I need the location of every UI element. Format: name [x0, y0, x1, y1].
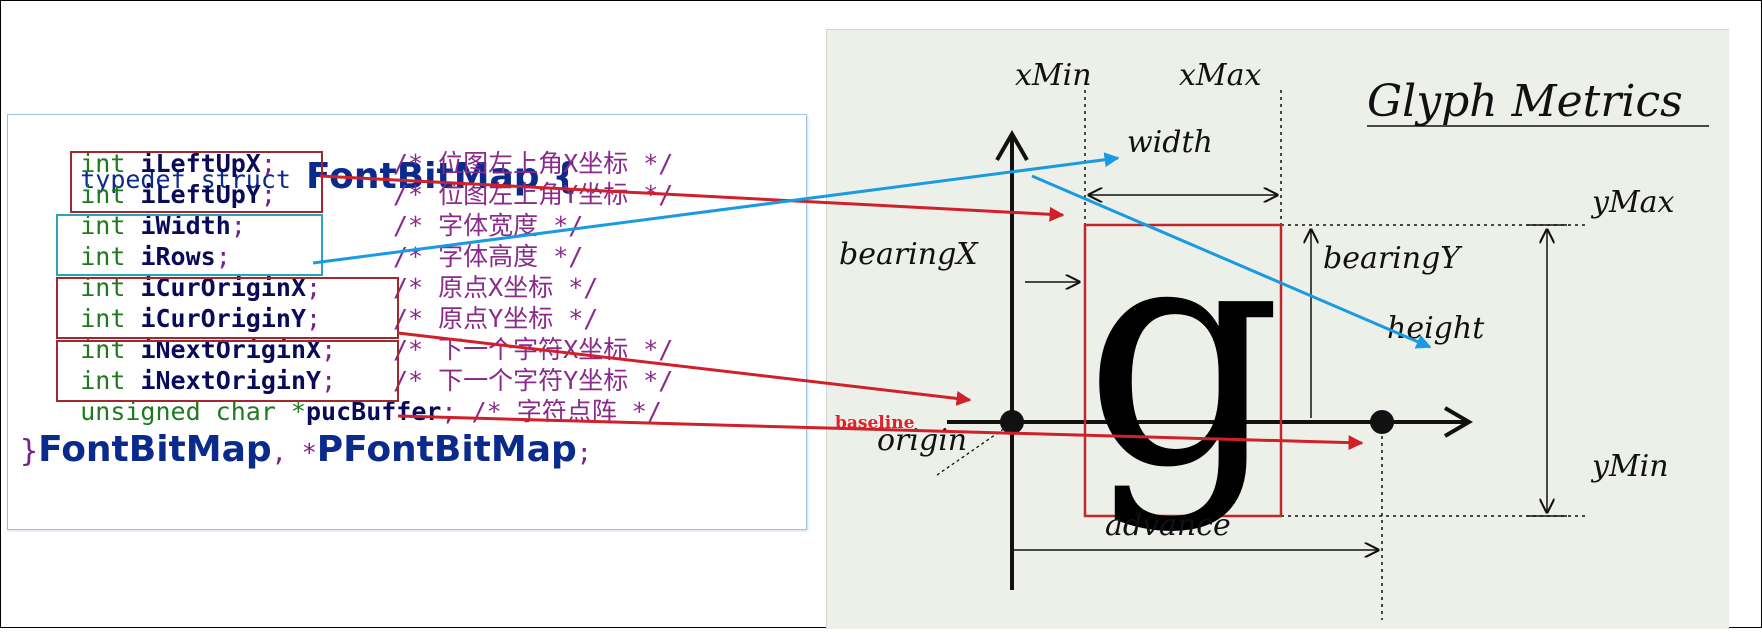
- field-semicolon: ;: [260, 149, 276, 178]
- vertical-axis-arrowhead: [995, 129, 1029, 161]
- field-name: iCurOriginY: [140, 304, 307, 333]
- height-label: height: [1387, 311, 1485, 346]
- field-line: int iRows; /* 字体高度 */: [20, 240, 583, 274]
- field-name: iRows: [140, 242, 216, 271]
- field-type: int: [80, 180, 126, 209]
- field-type: int: [80, 242, 126, 271]
- highlight-box-leftup: [70, 151, 323, 213]
- field-comment: /* 字体高度 */: [393, 242, 584, 271]
- highlight-box-nextorigin: [56, 340, 399, 402]
- arrow-height-link: [1031, 174, 1432, 349]
- xmax-label: xMax: [1179, 58, 1262, 93]
- arrow-nextorigin-to-next: [397, 414, 1364, 451]
- typedef-semicolon: ;: [576, 438, 592, 467]
- field-semicolon: ;: [230, 211, 246, 240]
- code-panel: typedef struct FontBitMap { int iLeftUpX…: [7, 114, 807, 530]
- ymax-label: yMax: [1590, 185, 1675, 220]
- field-type: int: [80, 304, 126, 333]
- glyph-metrics-figure: Glyph Metrics baseline g: [826, 29, 1729, 629]
- bearingx-label: bearingX: [839, 237, 979, 272]
- xmin-label: xMin: [1015, 58, 1092, 93]
- field-comment: /* 位图左上角X坐标 */: [393, 149, 674, 178]
- field-type: int: [80, 149, 126, 178]
- field-type: int: [80, 366, 126, 395]
- next-origin-point: [1370, 410, 1394, 434]
- field-semicolon: ;: [306, 304, 322, 333]
- glyph-bbox: [1083, 223, 1283, 518]
- field-line: int iNextOriginX;/* 下一个字符X坐标 */: [20, 333, 673, 367]
- origin-leader: [936, 427, 1006, 476]
- field-comment: /* 原点X坐标 */: [393, 273, 599, 302]
- field-type: int: [80, 335, 126, 364]
- ymin-label: yMin: [1590, 449, 1669, 484]
- advance-label: advance: [1105, 508, 1231, 543]
- bearingy-label: bearingY: [1323, 241, 1463, 276]
- field-line: int iLeftUpX; /* 位图左上角X坐标 */: [20, 147, 673, 181]
- field-semicolon: ;: [260, 180, 276, 209]
- field-name: iNextOriginY: [140, 366, 322, 395]
- field-semicolon: ;: [306, 273, 322, 302]
- typedef-keyword: typedef struct: [80, 165, 306, 194]
- arrow-leftup-to-bbox: [319, 174, 1065, 222]
- glyph-g: g: [1084, 175, 1282, 536]
- figure-title: Glyph Metrics: [1367, 76, 1683, 127]
- arrow-curorigin-to-origin: [397, 331, 972, 406]
- field-name: iLeftUpY: [140, 180, 261, 209]
- struct-footer: }FontBitMap, *PFontBitMap;: [20, 432, 592, 469]
- field-semicolon: ;: [321, 366, 337, 395]
- field-semicolon: ;: [215, 242, 231, 271]
- close-brace: }: [20, 434, 39, 469]
- typedef-name: FontBitMap: [38, 429, 272, 470]
- width-label: width: [1127, 125, 1213, 160]
- field-line: int iCurOriginY;/* 原点Y坐标 */: [20, 302, 598, 336]
- baseline-arrowhead: [1443, 406, 1473, 438]
- typedef-pointer-name: PFontBitMap: [316, 429, 577, 470]
- field-name: iLeftUpX: [140, 149, 261, 178]
- origin-point: [1000, 410, 1024, 434]
- highlight-box-curorigin: [56, 277, 399, 339]
- highlight-box-size: [56, 214, 323, 276]
- field-name: iNextOriginX: [140, 335, 322, 364]
- typedef-separator: , *: [271, 438, 317, 467]
- arrow-width-link: [312, 152, 1120, 265]
- field-semicolon: ;: [321, 335, 337, 364]
- field-comment: /* 字体宽度 */: [393, 211, 584, 240]
